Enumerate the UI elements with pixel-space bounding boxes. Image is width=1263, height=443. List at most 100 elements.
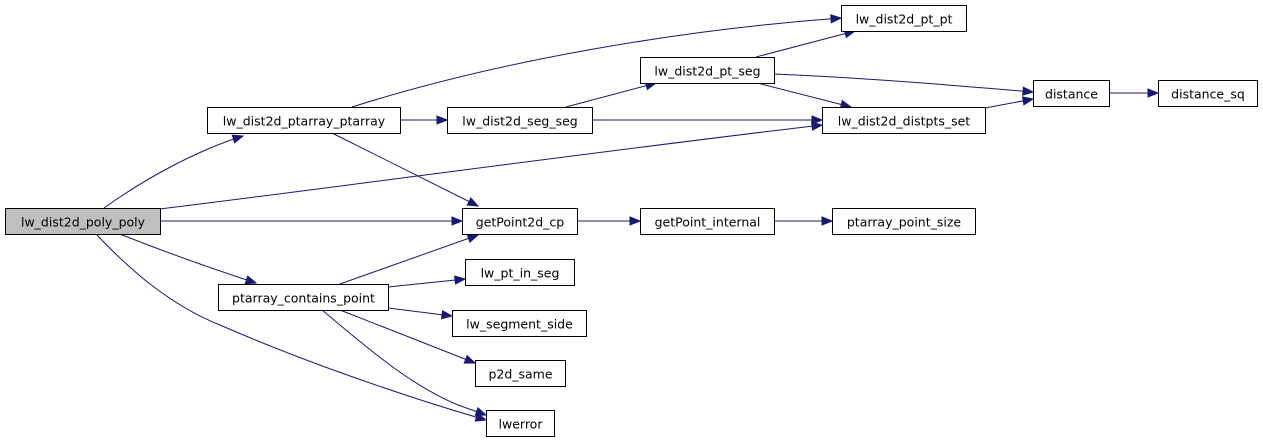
edge-lw_dist2d_pt_seg-to-lw_dist2d_pt_pt — [755, 29, 857, 58]
edge-line — [565, 82, 657, 108]
node-getPoint_internal[interactable]: getPoint_internal — [640, 208, 775, 235]
node-box[interactable] — [475, 360, 566, 387]
node-box[interactable] — [1033, 80, 1110, 107]
arrowhead-icon — [830, 14, 843, 24]
arrowhead-icon — [436, 115, 449, 125]
edge-line — [331, 132, 479, 207]
edge-line — [159, 124, 823, 210]
edge-lw_dist2d_pt_seg-to-distance — [773, 73, 1035, 96]
node-ptarray_point_size[interactable]: ptarray_point_size — [832, 208, 976, 235]
arrowhead-icon — [629, 216, 642, 226]
edge-lw_dist2d_ptarray_ptarray-to-lw_dist2d_pt_pt — [351, 14, 843, 108]
edge-lw_dist2d_poly_poly-to-lw_dist2d_distpts_set — [159, 121, 824, 210]
node-label: distance — [1045, 87, 1098, 102]
node-p2d_same[interactable]: p2d_same — [475, 360, 566, 387]
node-label: lw_dist2d_distpts_set — [838, 114, 971, 129]
node-label: lw_dist2d_pt_pt — [856, 12, 953, 27]
arrowhead-icon — [463, 354, 477, 364]
edge-lw_dist2d_seg_seg-to-lw_dist2d_pt_seg — [565, 81, 658, 108]
node-label: lw_dist2d_poly_poly — [21, 215, 146, 230]
edge-getPoint_internal-to-ptarray_point_size — [774, 216, 834, 226]
node-lw_dist2d_pt_seg[interactable]: lw_dist2d_pt_seg — [640, 57, 775, 84]
edges-layer — [95, 14, 1160, 422]
edge-ptarray_contains_point-to-lwerror — [321, 309, 488, 416]
arrowhead-icon — [451, 216, 464, 226]
arrowhead-icon — [1147, 88, 1160, 98]
edge-line — [339, 234, 479, 285]
arrowhead-icon — [811, 115, 824, 125]
arrowhead-icon — [440, 309, 454, 320]
arrowhead-icon — [821, 216, 834, 226]
edge-line — [339, 309, 476, 364]
node-lwerror[interactable]: lwerror — [486, 410, 555, 437]
node-box[interactable] — [832, 208, 976, 235]
node-box[interactable] — [1158, 80, 1258, 107]
node-box[interactable] — [207, 107, 401, 134]
arrowhead-icon — [454, 275, 467, 285]
arrowhead-icon — [474, 407, 488, 416]
edge-lw_dist2d_seg_seg-to-lw_dist2d_distpts_set — [592, 115, 824, 125]
edge-lw_dist2d_distpts_set-to-distance — [984, 96, 1035, 109]
arrowhead-icon — [244, 275, 258, 285]
node-label: distance_sq — [1171, 87, 1245, 102]
edge-line — [103, 135, 244, 209]
edge-lw_dist2d_poly_poly-to-lw_dist2d_ptarray_ptarray — [103, 134, 245, 209]
edge-line — [387, 278, 466, 288]
edge-line — [321, 309, 487, 416]
node-box[interactable] — [465, 259, 575, 286]
node-lw_dist2d_pt_pt[interactable]: lw_dist2d_pt_pt — [841, 5, 967, 32]
node-box[interactable] — [486, 410, 555, 437]
node-ptarray_contains_point[interactable]: ptarray_contains_point — [218, 284, 389, 311]
edge-lw_dist2d_pt_seg-to-lw_dist2d_distpts_set — [756, 82, 853, 109]
node-lw_dist2d_seg_seg[interactable]: lw_dist2d_seg_seg — [447, 107, 593, 134]
edge-lw_dist2d_poly_poly-to-getPoint2d_cp — [160, 216, 464, 226]
node-box[interactable] — [218, 284, 389, 311]
node-lw_dist2d_distpts_set[interactable]: lw_dist2d_distpts_set — [822, 107, 986, 134]
edge-lw_dist2d_ptarray_ptarray-to-getPoint2d_cp — [331, 132, 480, 207]
node-label: lw_dist2d_seg_seg — [462, 114, 577, 129]
edge-line — [95, 233, 487, 421]
edge-line — [351, 17, 842, 108]
node-lw_segment_side[interactable]: lw_segment_side — [452, 310, 587, 337]
node-getPoint2d_cp[interactable]: getPoint2d_cp — [462, 208, 578, 235]
node-box[interactable] — [841, 5, 967, 32]
node-label: lw_dist2d_ptarray_ptarray — [223, 114, 386, 129]
nodes-layer: lw_dist2d_poly_poly lw_dist2d_ptarray_pta… — [5, 5, 1258, 437]
edge-line — [773, 73, 1034, 93]
node-label: getPoint_internal — [655, 215, 761, 230]
edge-ptarray_contains_point-to-getPoint2d_cp — [339, 234, 480, 285]
node-label: getPoint2d_cp — [476, 215, 565, 230]
arrowhead-icon — [1022, 86, 1035, 96]
arrowhead-icon — [466, 197, 480, 207]
node-box[interactable] — [462, 208, 578, 235]
node-lw_dist2d_ptarray_ptarray[interactable]: lw_dist2d_ptarray_ptarray — [207, 107, 401, 134]
edge-line — [756, 82, 852, 108]
edge-distance-to-distance_sq — [1109, 88, 1160, 98]
node-distance[interactable]: distance — [1033, 80, 1110, 107]
node-label: ptarray_contains_point — [232, 291, 375, 306]
node-label: p2d_same — [488, 367, 552, 382]
node-box[interactable] — [452, 310, 587, 337]
edge-line — [755, 30, 856, 58]
edge-lw_dist2d_poly_poly-to-ptarray_contains_point — [119, 233, 258, 285]
node-lw_pt_in_seg[interactable]: lw_pt_in_seg — [465, 259, 575, 286]
node-distance_sq[interactable]: distance_sq — [1158, 80, 1258, 107]
node-lw_dist2d_poly_poly[interactable]: lw_dist2d_poly_poly — [5, 208, 161, 235]
edge-lw_dist2d_ptarray_ptarray-to-lw_dist2d_seg_seg — [400, 115, 449, 125]
node-box[interactable] — [822, 107, 986, 134]
node-box[interactable] — [447, 107, 593, 134]
edge-ptarray_contains_point-to-lw_pt_in_seg — [387, 275, 467, 288]
arrowhead-icon — [1021, 96, 1035, 106]
node-label: lw_segment_side — [466, 317, 573, 332]
arrowhead-icon — [231, 134, 245, 144]
node-label: lw_dist2d_pt_seg — [654, 64, 760, 79]
root-node-box[interactable] — [5, 208, 161, 235]
edge-line — [119, 233, 257, 284]
node-label: lw_pt_in_seg — [481, 266, 560, 281]
edge-getPoint2d_cp-to-getPoint_internal — [577, 216, 642, 226]
node-box[interactable] — [640, 208, 775, 235]
node-box[interactable] — [640, 57, 775, 84]
arrowhead-icon — [466, 234, 480, 243]
arrowhead-icon — [811, 121, 824, 131]
